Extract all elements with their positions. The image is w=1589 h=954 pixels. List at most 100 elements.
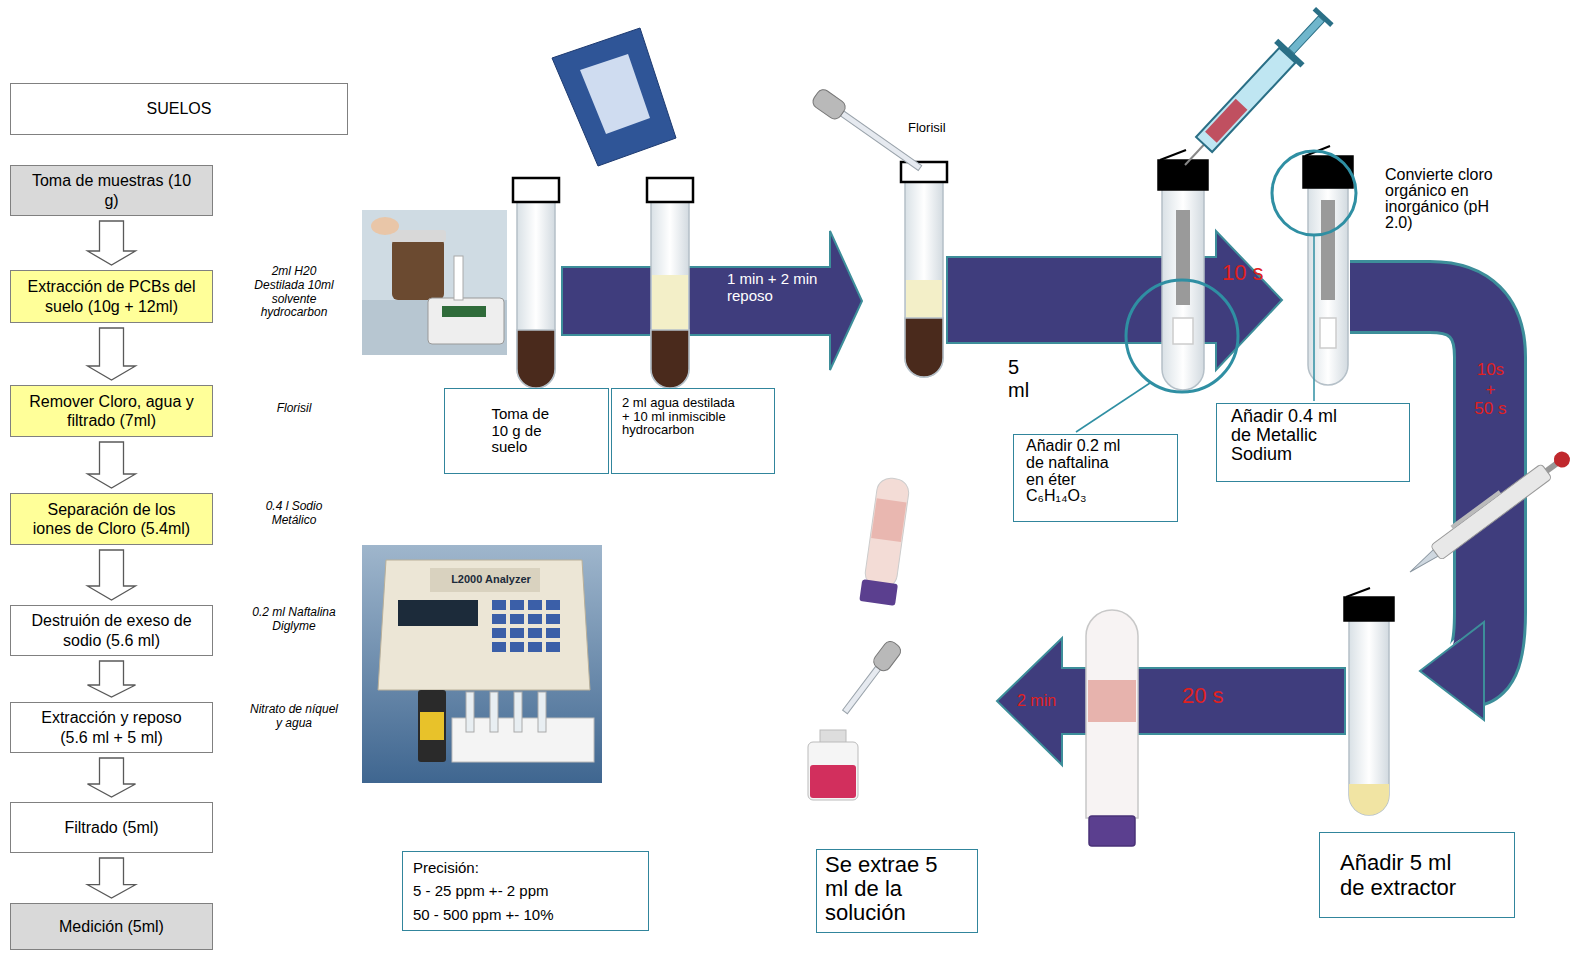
soil-photo-part: [442, 306, 486, 317]
test-tube-part: [1158, 160, 1208, 190]
box-text: Precisión:: [413, 856, 479, 879]
process-box: Separación de los iones de Cloro (5.4ml): [10, 493, 213, 545]
test-tube-part: [1089, 816, 1135, 846]
sample-vial: [808, 730, 858, 800]
box-text: Añadir 5 ml de extractor: [1340, 850, 1470, 901]
syringe-part: [1185, 145, 1204, 165]
sample-vial-part: [808, 742, 858, 800]
soil-photo-part: [371, 217, 399, 235]
test-tube-part: [651, 330, 689, 388]
test-tube-part: [1321, 200, 1335, 300]
test-tube-part: [1162, 188, 1204, 390]
time-label: 10s + 50 s: [1474, 360, 1507, 419]
analyzer-photo-part-part: [528, 642, 542, 652]
sample-tube-part: [859, 579, 898, 606]
box-text: Toma de 10 g de suelo: [492, 406, 562, 456]
dropper-part: [840, 111, 921, 170]
test-tube-part: [1086, 610, 1138, 818]
process-box: Remover Cloro, agua y filtrado (7ml): [10, 385, 213, 437]
note-box: Añadir 0.2 ml de naftalina en éter C₆H₁₄…: [1013, 434, 1178, 522]
analyzer-photo-part-part: [546, 642, 560, 652]
analyzer-photo-part-part: [510, 614, 524, 624]
test-tube-part: [905, 180, 943, 377]
process-arrow-bend-part: [1420, 622, 1484, 720]
box-text: Añadir 0.2 ml de naftalina en éter C₆H₁₄…: [1026, 438, 1126, 505]
analyzer-photo-part-part: [510, 628, 524, 638]
test-tube-part: [906, 280, 942, 318]
flow-arrow: [88, 442, 136, 488]
flow-arrow: [88, 221, 136, 265]
process-box: Destruión de exeso de sodio (5.6 ml): [10, 605, 213, 656]
box-text: Medición (5ml): [59, 917, 164, 936]
process-arrow-part: [997, 638, 1345, 765]
analyzer-photo-part-part: [528, 600, 542, 610]
flow-arrow: [88, 858, 136, 898]
test-tube-part: [1303, 156, 1353, 188]
box-text: Filtrado (5ml): [64, 818, 158, 837]
flow-arrow: [88, 758, 136, 797]
pipette-part: [1408, 550, 1438, 575]
box-text: Extracción y reposo (5.6 ml + 5 ml): [27, 708, 196, 746]
note-text: Convierte cloro orgánico en inorgánico (…: [1385, 167, 1515, 231]
analyzer-photo: [362, 545, 602, 783]
analyzer-photo-part-part: [510, 600, 524, 610]
time-label: 10 s: [1222, 260, 1282, 285]
soil-bag: [552, 28, 676, 166]
test-tube: [513, 146, 1394, 846]
device-label: L2000 Analyzer: [436, 573, 546, 586]
dropper: [838, 639, 904, 718]
pipette: [1402, 444, 1573, 579]
side-note: Florisil: [248, 402, 340, 416]
pipette-part: [1551, 448, 1573, 470]
box-text: 5 - 25 ppm +- 2 ppm: [413, 879, 548, 902]
sample-tube-part: [863, 476, 910, 589]
analyzer-photo-part: [398, 600, 478, 626]
sample-tube-part: [871, 498, 906, 542]
dropper-part: [810, 87, 848, 122]
syringe-part: [1288, 16, 1324, 54]
analyzer-photo-part: [492, 600, 560, 652]
analyzer-photo-part: [418, 690, 446, 762]
dropper-part: [871, 639, 903, 674]
soil-photo-part: [454, 256, 463, 300]
box-text: Extracción de PCBs del suelo (10g + 12ml…: [27, 277, 196, 315]
test-tube-part: [517, 330, 555, 388]
time-label: 20 s: [1182, 683, 1252, 708]
analyzer-photo-part: [420, 712, 444, 740]
process-box: Extracción de PCBs del suelo (10g + 12ml…: [10, 270, 213, 323]
box-text: Añadir 0.4 ml de Metallic Sodium: [1231, 407, 1351, 464]
test-tube-part: [1173, 318, 1193, 344]
flow-arrow: [88, 550, 136, 600]
analyzer-photo-part-part: [546, 600, 560, 610]
analyzer-photo-part: [466, 692, 474, 732]
soil-photo-part: [362, 210, 507, 355]
analyzer-photo-part-part: [510, 642, 524, 652]
note-box: Toma de 10 g de suelo: [444, 388, 609, 474]
box-text: Remover Cloro, agua y filtrado (7ml): [27, 392, 196, 430]
time-label: 2 min: [1017, 692, 1067, 710]
callout-circle: [1126, 151, 1356, 392]
flow-arrow: [88, 328, 136, 380]
test-tube-part: [1344, 597, 1394, 621]
side-note: 2ml H20 Destilada 10ml solvente hydrocar…: [248, 265, 340, 320]
volume-label: 5 ml: [1008, 356, 1038, 402]
test-tube-part: [1349, 620, 1389, 815]
process-box: Medición (5ml): [10, 903, 213, 950]
box-text: Separación de los iones de Cloro (5.4ml): [27, 500, 196, 538]
note-box: Se extrae 5 ml de la solución: [816, 849, 978, 933]
box-text: 2 ml agua destilada + 10 ml inmiscible h…: [622, 396, 740, 437]
side-note: 0.4 l Sodio Metálico: [248, 500, 340, 528]
sample-vial-part: [810, 765, 856, 798]
reagent-label: Florisil: [908, 121, 968, 136]
analyzer-photo-part-part: [492, 614, 506, 624]
test-tube-part: [647, 178, 693, 202]
sample-tube: [859, 476, 912, 606]
soil-photo-part: [428, 298, 504, 344]
test-tube-part: [1160, 150, 1186, 160]
test-tube-part: [1349, 784, 1389, 815]
box-text: 50 - 500 ppm +- 10%: [413, 903, 554, 926]
test-tube-part: [513, 178, 559, 202]
syringe-part: [1313, 7, 1334, 27]
analyzer-photo-part-part: [492, 642, 506, 652]
analyzer-photo-part-part: [528, 614, 542, 624]
